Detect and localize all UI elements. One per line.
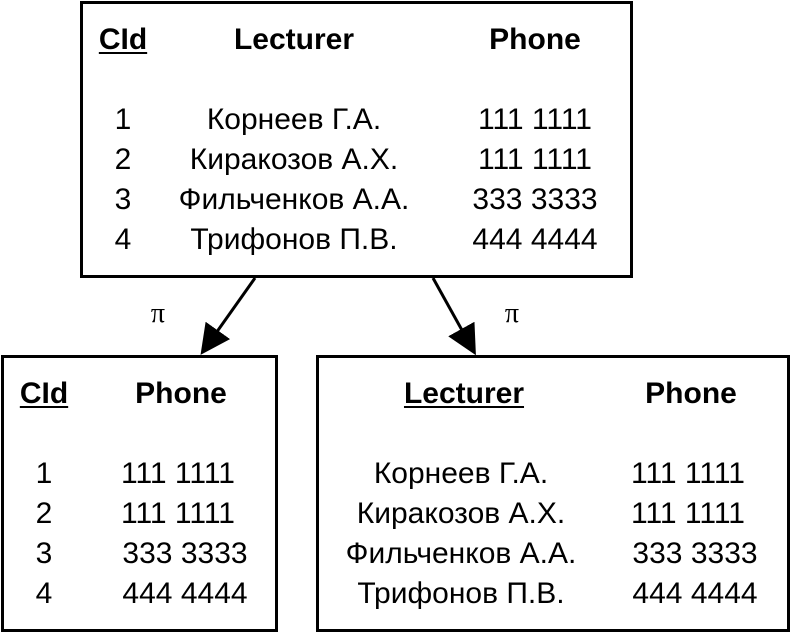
cell-phone: 333 3333 [472,183,598,216]
cell-phone: 111 1111 [121,497,235,530]
right-projection-table: Lecturer Phone Корнеев Г.А. 111 1111 Кир… [316,355,790,632]
cell-cid: 1 [35,457,53,490]
left-projection-table: CId Phone 1 111 1111 2 111 1111 3 333 33… [1,355,278,632]
left-projection-operator: π [150,298,166,329]
cell-cid: 3 [35,537,53,570]
header-phone: Phone [489,23,581,56]
cell-cid: 1 [114,103,132,136]
cell-lecturer: Фильченков А.А. [178,183,410,216]
cell-phone: 111 1111 [478,143,592,176]
left-projection-arrow [200,277,257,355]
cell-cid: 2 [35,497,53,530]
cell-cid: 4 [114,223,132,256]
cell-phone: 111 1111 [121,457,235,490]
cell-phone: 444 4444 [122,577,248,610]
cell-cid: 2 [114,143,132,176]
header-phone: Phone [135,377,227,410]
cell-lecturer: Трифонов П.В. [190,223,398,256]
cell-phone: 333 3333 [122,537,248,570]
source-relation-table: CId Lecturer Phone 1 Корнеев Г.А. 111 11… [80,1,633,278]
cell-phone: 111 1111 [631,457,745,490]
right-projection-arrow [431,277,476,356]
cell-lecturer: Киракозов А.Х. [189,143,399,176]
header-lecturer: Lecturer [403,377,525,410]
cell-lecturer: Корнеев Г.А. [373,457,549,490]
cell-lecturer: Киракозов А.Х. [356,497,566,530]
header-phone: Phone [645,377,737,410]
cell-lecturer: Корнеев Г.А. [206,103,382,136]
cell-phone: 111 1111 [478,103,592,136]
cell-lecturer: Трифонов П.В. [357,577,565,610]
cell-cid: 4 [35,577,53,610]
cell-phone: 444 4444 [472,223,598,256]
right-projection-operator: π [504,298,520,329]
cell-cid: 3 [114,183,132,216]
header-cid: CId [19,377,69,410]
header-cid: CId [98,23,148,56]
header-lecturer: Lecturer [233,23,355,56]
cell-phone: 444 4444 [632,577,758,610]
cell-lecturer: Фильченков А.А. [345,537,577,570]
cell-phone: 333 3333 [632,537,758,570]
cell-phone: 111 1111 [631,497,745,530]
